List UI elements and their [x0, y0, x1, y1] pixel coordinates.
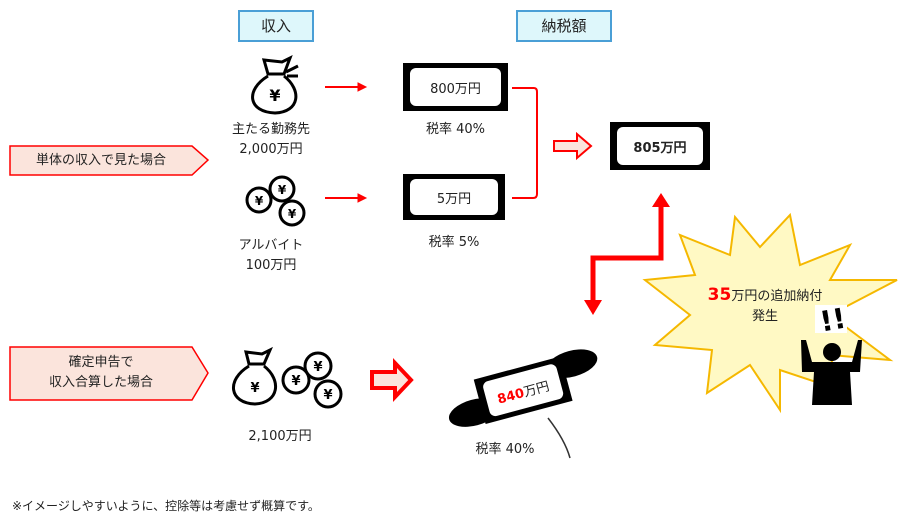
side-job-amount: 100万円 [245, 258, 297, 273]
burst-text1: 万円の追加納付 [731, 289, 823, 304]
bill-icon [610, 122, 710, 170]
side-job-info: アルバイト 100万円 [221, 236, 321, 276]
elbow-arrow [590, 205, 664, 302]
main-job-info: 主たる勤務先 2,000万円 [221, 120, 321, 160]
svg-text:¥: ¥ [278, 183, 287, 197]
combined-amount: 2,100万円 [248, 429, 312, 444]
main-job-rate: 税率 40% [425, 122, 486, 137]
side-job-rate: 税率 5% [428, 235, 480, 250]
side-job-tax: 5万円 [436, 192, 472, 207]
money-bag-icon [251, 54, 299, 115]
svg-text:¥: ¥ [323, 388, 332, 403]
combined-label-line1: 確定申告で [68, 355, 134, 370]
main-job-tax: 800万円 [430, 82, 481, 97]
svg-text:¥: ¥ [255, 194, 264, 208]
bill-icon [403, 63, 508, 111]
combined-label: 確定申告で 収入合算した場合 [10, 353, 192, 393]
svg-text:¥: ¥ [250, 381, 259, 396]
footnote: ※イメージしやすいように、控除等は考慮せず概算です。 [12, 499, 320, 513]
svg-text:¥: ¥ [313, 360, 322, 375]
flying-bill-icon [448, 349, 598, 427]
money-bag-coins-icon [231, 346, 343, 409]
svg-text:¥: ¥ [269, 86, 280, 105]
coins-icon [245, 175, 306, 227]
hollow-arrow-icon [553, 131, 593, 161]
arrow-up-icon [652, 193, 670, 207]
income-header: 収入 [238, 10, 314, 42]
main-job-amount: 2,000万円 [239, 142, 303, 157]
main-job-name: 主たる勤務先 [231, 122, 310, 137]
hollow-arrow-icon [370, 357, 414, 403]
bill-icon [403, 174, 505, 220]
burst-text2: 発生 [751, 309, 778, 324]
svg-text:¥: ¥ [288, 207, 297, 221]
burst-value: 35 [707, 285, 732, 305]
svg-text:!!: !! [817, 302, 848, 339]
burst-text: 35万円の追加納付 発生 [690, 285, 840, 327]
arrow-icon [325, 193, 368, 203]
arrow-down-icon [584, 300, 602, 315]
combined-label-line2: 収入合算した場合 [48, 375, 153, 390]
bracket [512, 87, 538, 199]
combined-label-shape [9, 346, 209, 401]
total-tax: 805万円 [633, 141, 687, 156]
tax-header: 納税額 [516, 10, 612, 42]
separate-label: 単体の収入で見た場合 [35, 153, 166, 168]
side-job-name: アルバイト [238, 238, 304, 253]
separate-label-shape [9, 145, 210, 176]
surprised-person-icon: !! [801, 302, 862, 405]
arrow-icon [325, 82, 368, 92]
starburst-shape [642, 212, 898, 414]
svg-text:¥: ¥ [291, 374, 300, 389]
combined-rate: 税率 40% [475, 442, 535, 457]
